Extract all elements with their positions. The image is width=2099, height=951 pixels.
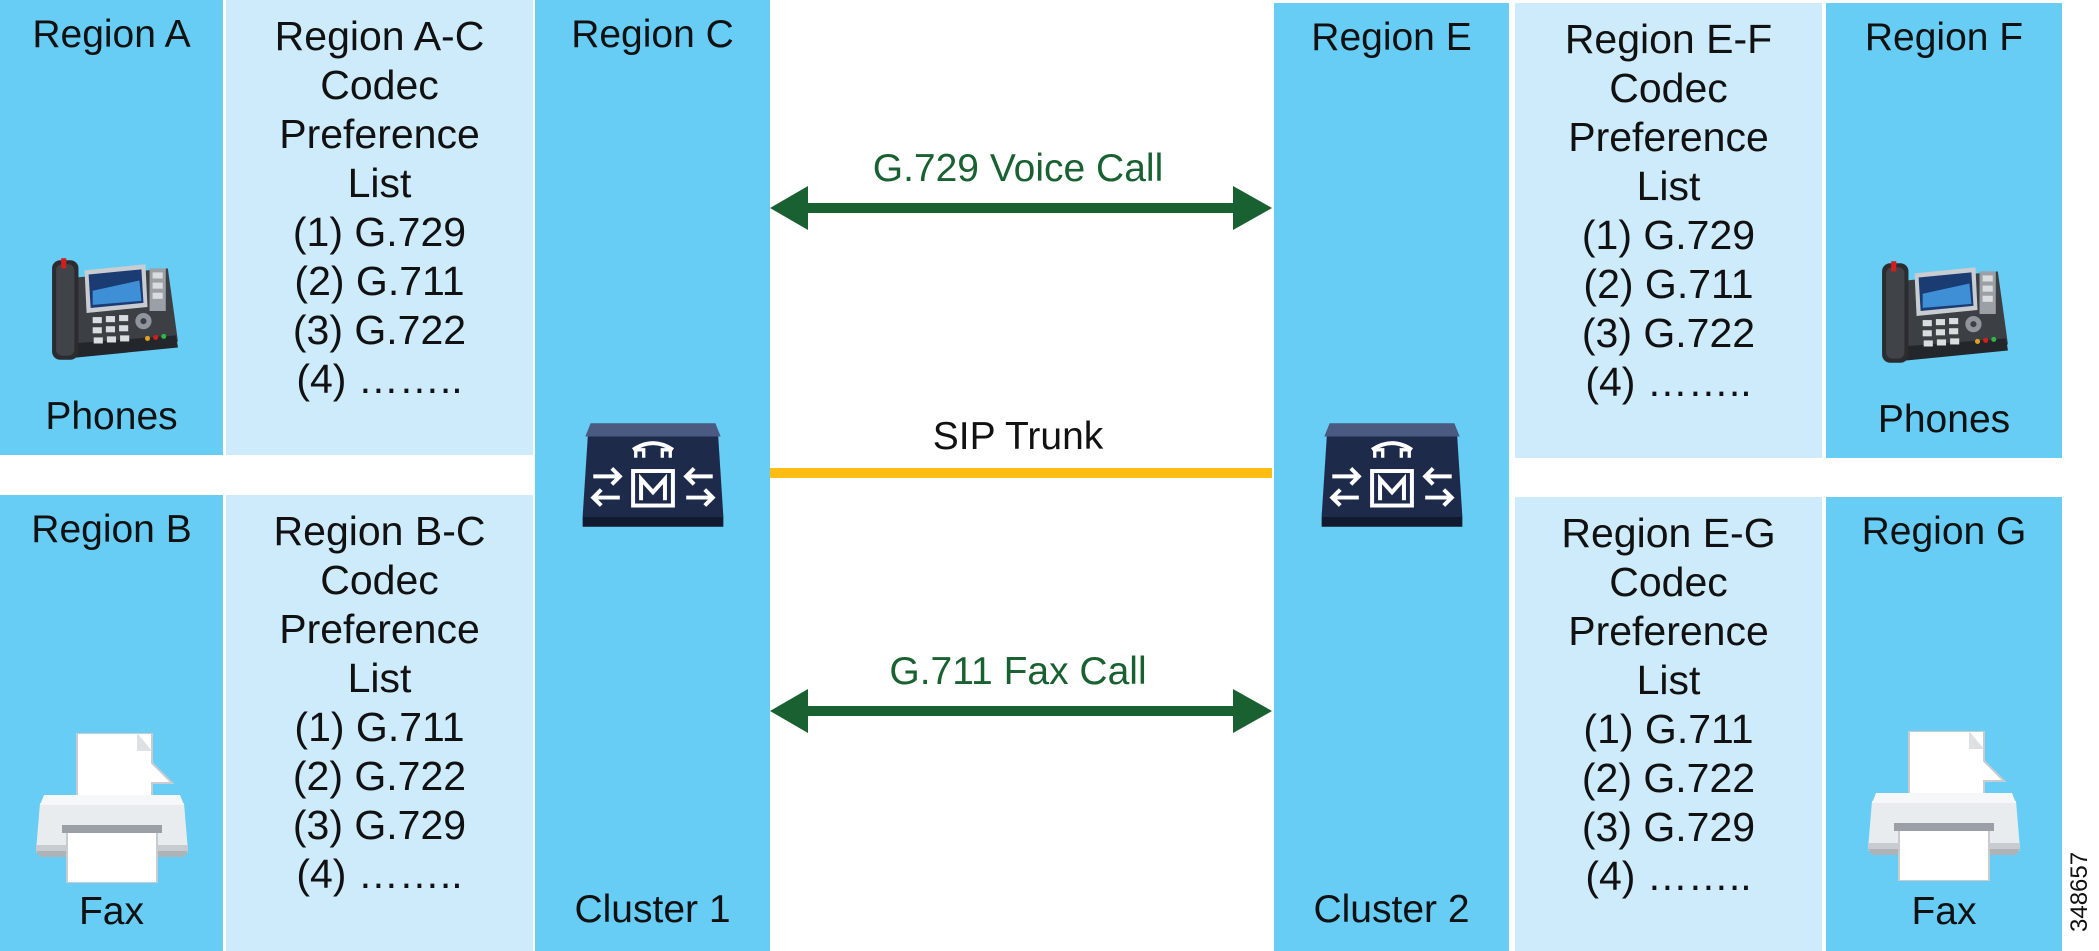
voice-call-label: G.729 Voice Call (872, 147, 1164, 190)
region-g-panel: Region G Fax (1826, 497, 2062, 951)
sip-trunk-line (770, 468, 1272, 478)
codec-list-item: (3) G.729 (292, 802, 467, 848)
codec-list-title: List (1636, 657, 1701, 703)
call-manager-icon (1319, 420, 1465, 530)
region-b-c-codec-list: Region B-C Codec Preference List (1) G.7… (226, 507, 533, 899)
region-c-title: Region C (571, 13, 734, 56)
codec-list-title: Codec (1609, 65, 1728, 111)
codec-list-title: List (1636, 163, 1701, 209)
codec-list-title: List (347, 655, 412, 701)
region-c-panel: Region C Cluster 1 (535, 0, 770, 951)
codec-list-item: (2) G.711 (1583, 261, 1754, 307)
codec-list-item: (4) …….. (296, 356, 463, 402)
phones-label: Phones (1877, 398, 2011, 441)
fax-call-arrow (770, 689, 1272, 733)
cluster-2-label: Cluster 2 (1313, 888, 1470, 931)
codec-list-title: Region E-F (1564, 16, 1773, 62)
region-a-c-codec-panel: Region A-C Codec Preference List (1) G.7… (226, 0, 533, 455)
region-b-c-codec-panel: Region B-C Codec Preference List (1) G.7… (226, 495, 533, 951)
codec-list-item: (3) G.722 (1581, 310, 1756, 356)
codec-list-title: Preference (1568, 114, 1769, 160)
codec-list-title: Region B-C (273, 508, 486, 554)
codec-list-title: Preference (279, 606, 480, 652)
region-a-title: Region A (32, 13, 191, 56)
region-e-f-codec-list: Region E-F Codec Preference List (1) G.7… (1515, 15, 1822, 407)
fax-label: Fax (78, 890, 144, 933)
codec-list-item: (3) G.729 (1581, 804, 1756, 850)
region-e-f-codec-panel: Region E-F Codec Preference List (1) G.7… (1515, 3, 1822, 458)
region-a-c-codec-list: Region A-C Codec Preference List (1) G.7… (226, 12, 533, 404)
codec-list-title: List (347, 160, 412, 206)
codec-list-title: Codec (1609, 559, 1728, 605)
codec-list-item: (4) …….. (296, 851, 463, 897)
codec-list-title: Preference (279, 111, 480, 157)
region-b-panel: Region B Fax (0, 495, 223, 951)
codec-list-item: (3) G.722 (292, 307, 467, 353)
voice-call-arrow (770, 186, 1272, 230)
fax-icon (1864, 731, 2024, 881)
codec-list-item: (4) …….. (1585, 853, 1752, 899)
codec-list-item: (2) G.722 (292, 753, 467, 799)
codec-list-title: Codec (320, 557, 439, 603)
codec-list-item: (1) G.711 (1583, 706, 1754, 752)
region-a-panel: Region A Phones (0, 0, 223, 455)
ip-phone-icon (1878, 253, 2010, 375)
codec-list-title: Region E-G (1561, 510, 1776, 556)
fax-call-label: G.711 Fax Call (889, 650, 1147, 693)
region-f-title: Region F (1864, 16, 2024, 59)
codec-list-title: Codec (320, 62, 439, 108)
codec-list-item: (2) G.711 (294, 258, 465, 304)
codec-list-item: (1) G.729 (292, 209, 467, 255)
region-g-title: Region G (1861, 510, 2027, 553)
codec-list-item: (4) …….. (1585, 359, 1752, 405)
codec-list-title: Region A-C (274, 13, 485, 59)
region-b-title: Region B (31, 508, 192, 551)
region-e-panel: Region E Cluster 2 (1274, 3, 1509, 951)
codec-list-item: (1) G.711 (294, 704, 465, 750)
region-e-g-codec-panel: Region E-G Codec Preference List (1) G.7… (1515, 497, 1822, 951)
region-f-panel: Region F Phones (1826, 3, 2062, 458)
cluster-1-label: Cluster 1 (574, 888, 731, 931)
phones-label: Phones (45, 395, 178, 438)
codec-list-item: (2) G.722 (1581, 755, 1756, 801)
region-e-g-codec-list: Region E-G Codec Preference List (1) G.7… (1515, 509, 1822, 901)
region-e-title: Region E (1311, 16, 1472, 59)
codec-list-title: Preference (1568, 608, 1769, 654)
fax-label: Fax (1911, 890, 1977, 933)
codec-list-item: (1) G.729 (1581, 212, 1756, 258)
sip-trunk-label: SIP Trunk (932, 415, 1104, 458)
figure-id: 348657 (2066, 851, 2093, 932)
